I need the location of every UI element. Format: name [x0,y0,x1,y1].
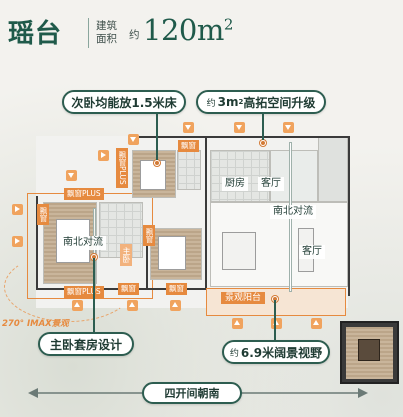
second-bedroom [132,150,176,198]
wall [205,136,207,288]
callout-leader [156,114,158,160]
wall [146,226,148,288]
callout-four-bay: 四开间朝南 [142,382,242,404]
arrow-icon [170,300,181,311]
kitchen-room [210,150,270,202]
imax-arc [4,252,134,322]
ns-flow-left-label: 南北对流 [60,236,106,250]
area-label: 建筑 面积 [96,20,117,46]
living-label: 客厅 [258,177,284,191]
third-bed [158,236,186,270]
inset-table [358,339,380,361]
arrow-icon [283,122,294,133]
dining-area [270,150,318,202]
dining-label: 客厅 [299,245,325,259]
arrow-icon [232,318,243,329]
wall [36,196,38,288]
callout-master-suite: 主卧套房设计 [38,332,134,356]
arrow-icon [183,122,194,133]
bath-2 [177,150,201,190]
header-divider [88,18,89,48]
wall [132,136,348,138]
kitchen-label: 厨房 [222,177,248,191]
bay-plus-label-top: 飘窗PLUS [64,188,104,200]
arrow-icon [98,150,109,161]
stair-area [318,136,348,202]
area-label-line1: 建筑 [96,20,117,32]
callout-leader [274,300,276,340]
imax-label: 270° IMAX景观 [2,319,69,329]
callout-leader [262,114,264,140]
ns-flow-right-label: 南北对流 [270,205,316,219]
arrow-icon [12,236,23,247]
arrow-icon [128,134,139,145]
approx-label: 约 [129,29,140,41]
arrow-icon [234,122,245,133]
arrow-icon [12,204,23,215]
master-bath [99,202,143,258]
inset-photo [340,321,399,384]
callout-dot [154,160,160,166]
arrow-icon [271,318,282,329]
page-title: 瑶台 [8,19,63,49]
arrow-icon [127,300,138,311]
wall [348,136,350,296]
living-sofa [222,232,256,270]
master-label: 主卧 [120,244,132,266]
callout-secondary-bed: 次卧均能放1.5米床 [62,90,186,114]
bay-label-top: 飘窗 [178,140,199,152]
arrow-icon [311,318,322,329]
second-bed [140,160,166,190]
bay-label-left: 飘窗 [37,204,49,225]
balcony-label: 景观阳台 [221,292,266,304]
bay-label-bottom-2: 飘窗 [166,283,187,295]
bay-label-mid: 飘窗 [143,225,155,246]
area-value: 120m2 [143,13,233,47]
arrow-icon [66,170,77,181]
callout-dot [260,140,266,146]
bay-plus-label-vertical: 飘窗PLUS [116,148,128,188]
area-label-line2: 面积 [96,33,117,45]
callout-leader [93,258,95,332]
